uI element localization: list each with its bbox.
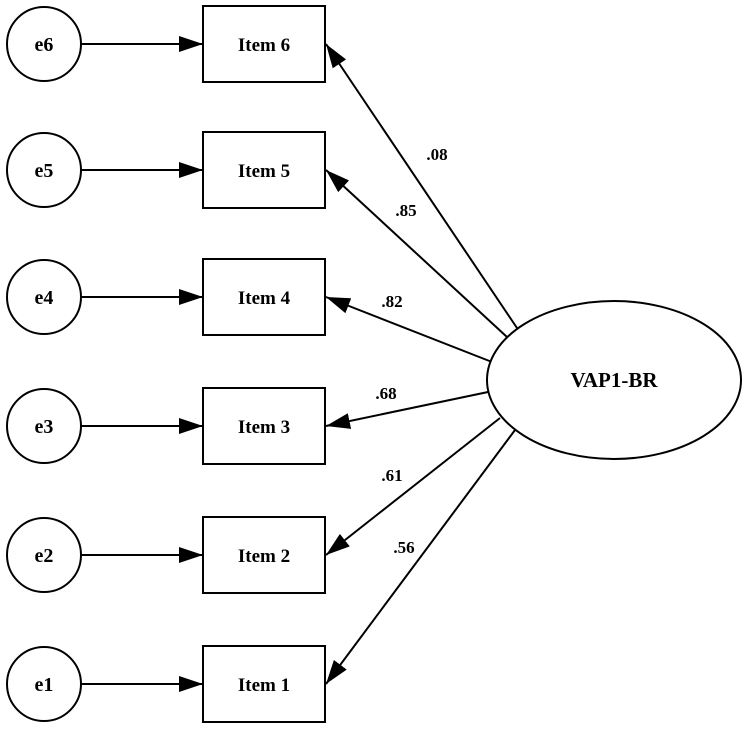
error-label: e3 [35, 416, 54, 438]
item-box [202, 387, 326, 465]
loading-value: .56 [393, 538, 414, 557]
item-label: Item 2 [238, 546, 290, 567]
item-box [202, 131, 326, 209]
latent-ellipse [486, 300, 742, 460]
item-label: Item 1 [238, 675, 290, 696]
item-label: Item 6 [238, 35, 290, 56]
loading-path [325, 417, 501, 556]
loading-value: .68 [375, 384, 396, 403]
item-label: Item 5 [238, 161, 290, 182]
error-label: e4 [35, 287, 54, 309]
loading-path [325, 43, 518, 329]
error-label: e6 [35, 34, 54, 56]
latent-label: VAP1-BR [570, 368, 658, 392]
item-label: Item 4 [238, 288, 291, 309]
error-label: e2 [35, 545, 54, 567]
loading-path [325, 391, 489, 429]
loading-path [325, 169, 508, 338]
item-box [202, 516, 326, 594]
loading-value: .08 [426, 145, 447, 164]
latent-factor: VAP1-BR [486, 300, 742, 460]
error-label: e5 [35, 160, 54, 182]
item-box [202, 5, 326, 83]
loading-value: .82 [381, 292, 402, 311]
loading-value: .61 [381, 466, 402, 485]
item-box [202, 645, 326, 723]
item-label: Item 3 [238, 417, 290, 438]
loading-path [325, 296, 493, 363]
loading-path [325, 429, 516, 685]
loading-paths: .08 .85 .82 .68 .61 .56 [325, 43, 518, 685]
error-label: e1 [35, 674, 54, 696]
item-box [202, 258, 326, 336]
error-terms: e6 e5 e4 e3 e2 e1 [6, 6, 203, 722]
observed-items: Item 6 Item 5 Item 4 Item 3 Item 2 Item 1 [202, 5, 326, 723]
loading-value: .85 [395, 201, 416, 220]
